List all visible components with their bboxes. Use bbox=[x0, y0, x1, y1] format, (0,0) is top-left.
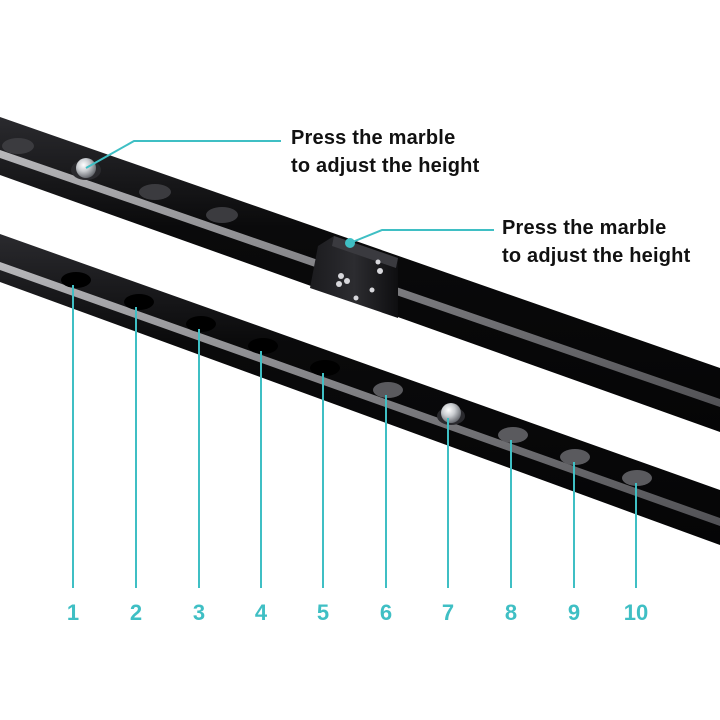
adjustment-hole bbox=[186, 316, 216, 332]
callout-line: Press the marble bbox=[502, 217, 667, 239]
adjustment-hole bbox=[61, 272, 91, 288]
hole-number-8: 8 bbox=[504, 600, 518, 625]
adjustment-hole bbox=[373, 382, 403, 398]
hole-number-1: 1 bbox=[66, 600, 80, 625]
lower-tube bbox=[0, 234, 720, 545]
adjustment-hole bbox=[206, 207, 238, 223]
hole-number-5: 5 bbox=[316, 600, 330, 625]
callout-line: to adjust the height bbox=[291, 155, 480, 177]
adjustment-hole bbox=[248, 338, 278, 354]
hole-number-7: 7 bbox=[441, 600, 455, 625]
marble-icon bbox=[437, 403, 465, 425]
hole-number-10: 10 bbox=[623, 600, 649, 625]
callout-leader-1 bbox=[85, 140, 281, 169]
hole-number-2: 2 bbox=[129, 600, 143, 625]
hole-number-6: 6 bbox=[379, 600, 393, 625]
hole-leaders bbox=[72, 285, 637, 588]
adjustment-hole bbox=[124, 294, 154, 310]
adjustment-hole bbox=[622, 470, 652, 486]
callout-leaders bbox=[85, 140, 494, 244]
callout-upper-marble: Press the marble to adjust the height bbox=[291, 124, 479, 180]
adjustment-hole bbox=[2, 138, 34, 154]
callout-line: Press the marble bbox=[291, 127, 456, 149]
adjustment-hole bbox=[560, 449, 590, 465]
adjustment-hole bbox=[310, 360, 340, 376]
upper-tube-holes bbox=[2, 138, 238, 223]
hole-number-4: 4 bbox=[254, 600, 268, 625]
callout-clamp-marble: Press the marble to adjust the height bbox=[502, 214, 690, 270]
callout-leader-2 bbox=[349, 229, 494, 244]
adjustment-hole bbox=[139, 184, 171, 200]
clamp-collar bbox=[310, 236, 398, 318]
callout-line: to adjust the height bbox=[502, 245, 691, 267]
adjustment-hole bbox=[498, 427, 528, 443]
hole-number-3: 3 bbox=[192, 600, 206, 625]
lower-tube-holes bbox=[61, 272, 652, 486]
hole-number-9: 9 bbox=[567, 600, 581, 625]
